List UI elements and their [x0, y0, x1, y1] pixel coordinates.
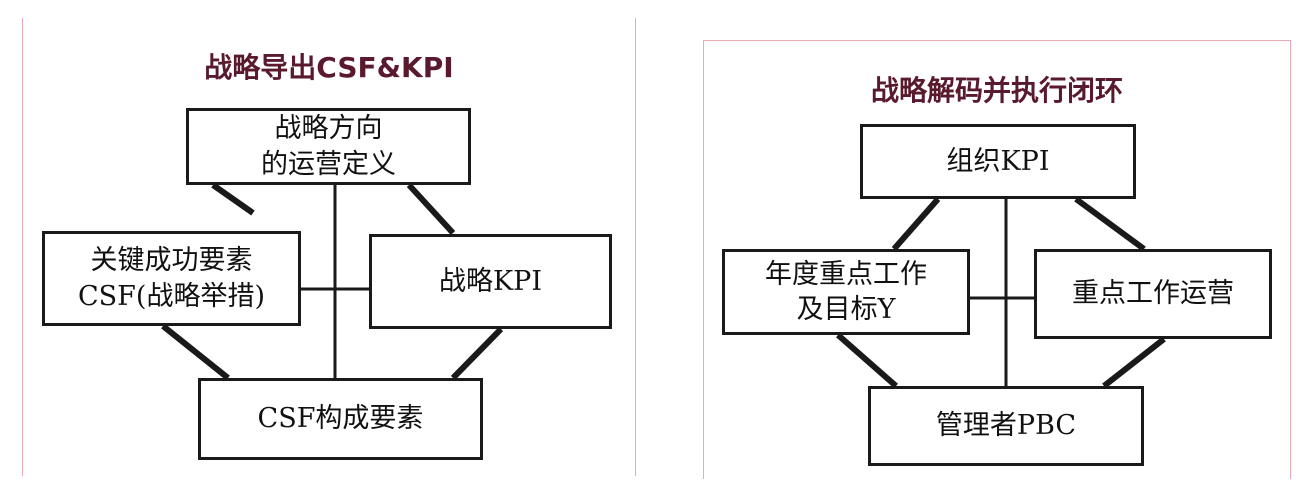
- annual-key-work-line2: 及目标Y: [796, 294, 896, 325]
- left-diagram-title: 战略导出CSF&KPI: [204, 51, 454, 84]
- csf-box: 关键成功要素 CSF(战略举措): [42, 231, 301, 326]
- org-kpi-label: 组织KPI: [946, 145, 1050, 177]
- link-left-bottom: [161, 323, 230, 381]
- strategy-kpi-box: 战略KPI: [369, 234, 612, 329]
- org-kpi-box: 组织KPI: [860, 124, 1136, 199]
- link-top-left: [211, 182, 255, 216]
- strategy-direction-box: 战略方向 的运营定义: [186, 108, 471, 185]
- manager-pbc-label: 管理者PBC: [935, 410, 1077, 442]
- csf-elements-label: CSF构成要素: [257, 403, 424, 435]
- key-work-operation-label: 重点工作运营: [1072, 278, 1234, 310]
- manager-pbc-box: 管理者PBC: [868, 386, 1144, 466]
- strategy-direction-line2: 的运营定义: [261, 148, 396, 180]
- csf-line2: CSF(战略举措): [78, 280, 265, 312]
- right-diagram-panel: 战略解码并执行闭环 组织KPI 年度重点工作 及目标Y 重点工作运营 管理者PB…: [703, 40, 1291, 479]
- left-diagram-connectors: [161, 182, 504, 381]
- strategy-kpi-label: 战略KPI: [438, 265, 542, 297]
- right-diagram-title: 战略解码并执行闭环: [870, 74, 1123, 107]
- key-work-operation-box: 重点工作运营: [1034, 249, 1272, 339]
- link-top-right: [1074, 196, 1146, 252]
- link-top-right: [406, 182, 456, 236]
- right-diagram-connectors: [836, 196, 1166, 389]
- link-right-bottom: [450, 326, 504, 381]
- strategy-direction-line1: 战略方向: [274, 113, 383, 145]
- annual-key-work-line1: 年度重点工作: [765, 258, 927, 290]
- link-right-bottom: [1102, 336, 1166, 389]
- csf-line1: 关键成功要素: [90, 245, 253, 277]
- link-left-bottom: [836, 332, 898, 389]
- csf-elements-box: CSF构成要素: [198, 378, 483, 460]
- left-diagram-panel: 战略导出CSF&KPI 战略方向 的运营定义 关键成功要素 CSF(战略举措) …: [22, 18, 636, 476]
- annual-key-work-box: 年度重点工作 及目标Y: [722, 249, 970, 335]
- link-top-left: [891, 197, 941, 251]
